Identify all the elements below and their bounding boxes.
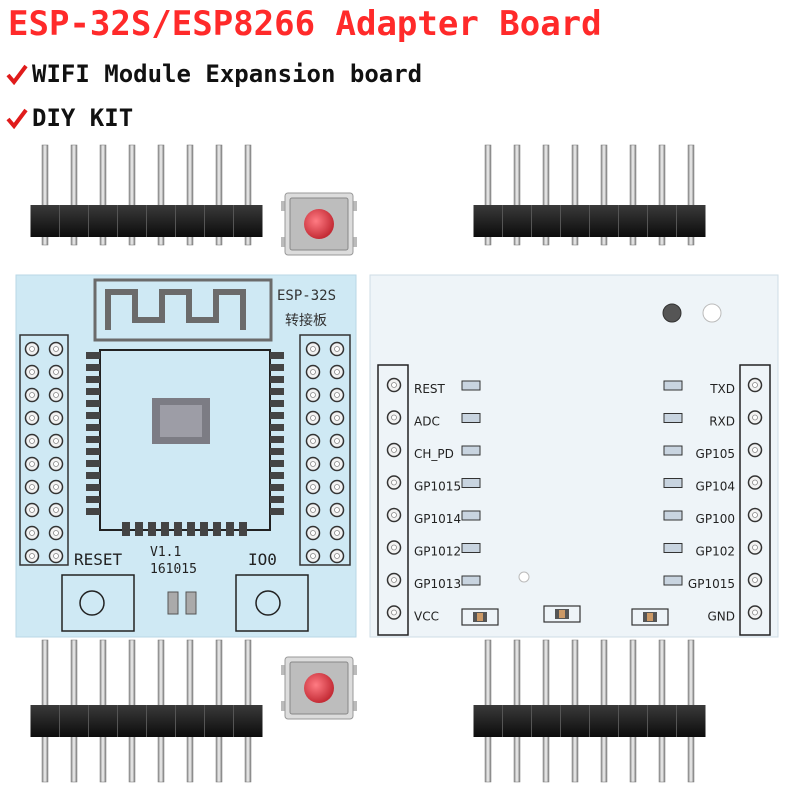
tactile-switch (281, 192, 357, 256)
pin-header (30, 144, 263, 246)
tactile-buttons (281, 192, 357, 720)
checkmark-icon (6, 64, 28, 85)
front-adapter-board: ESP-32S 转接板 V1.1 161015 RESET IO0 (15, 274, 357, 638)
pin-label: GP1012 (414, 545, 461, 559)
pin-label: CH_PD (414, 447, 454, 461)
pin-label: GP102 (696, 545, 735, 559)
pin-label: GP1015 (414, 480, 461, 494)
checkmark-icon (6, 108, 28, 129)
chinese-label: 转接板 (285, 312, 327, 329)
date-code: 161015 (150, 562, 197, 577)
pin-header (30, 639, 263, 783)
pin-label: GP100 (696, 512, 735, 526)
pin-headers (30, 144, 706, 783)
io0-label: IO0 (248, 550, 277, 569)
pin-label: REST (414, 382, 446, 396)
feature-bullet-1: WIFI Module Expansion board (6, 60, 422, 88)
pin-label: GP1013 (414, 577, 461, 591)
pin-label: GP105 (696, 447, 735, 461)
pin-label: TXD (709, 382, 735, 396)
pin-header (473, 144, 706, 246)
pin-label: GP1015 (688, 577, 735, 591)
pin-label: VCC (414, 610, 439, 624)
pin-label: RXD (709, 415, 735, 429)
pin-label: ADC (414, 415, 440, 429)
back-adapter-board: RESTADCCH_PDGP1015GP1014GP1012GP1013VCC … (369, 274, 779, 638)
feature-bullet-2: DIY KIT (6, 104, 133, 132)
version-label: V1.1 (150, 545, 181, 560)
pin-header (473, 639, 706, 783)
feature-text: WIFI Module Expansion board (32, 60, 423, 88)
tactile-switch (281, 656, 357, 720)
pin-label: GP104 (696, 480, 735, 494)
pin-label: GP1014 (414, 512, 461, 526)
product-title: ESP-32S/ESP8266 Adapter Board (8, 4, 602, 44)
reset-label: RESET (74, 550, 123, 569)
module-label: ESP-32S (277, 288, 336, 304)
pin-label: GND (707, 610, 735, 624)
feature-text: DIY KIT (32, 104, 134, 132)
